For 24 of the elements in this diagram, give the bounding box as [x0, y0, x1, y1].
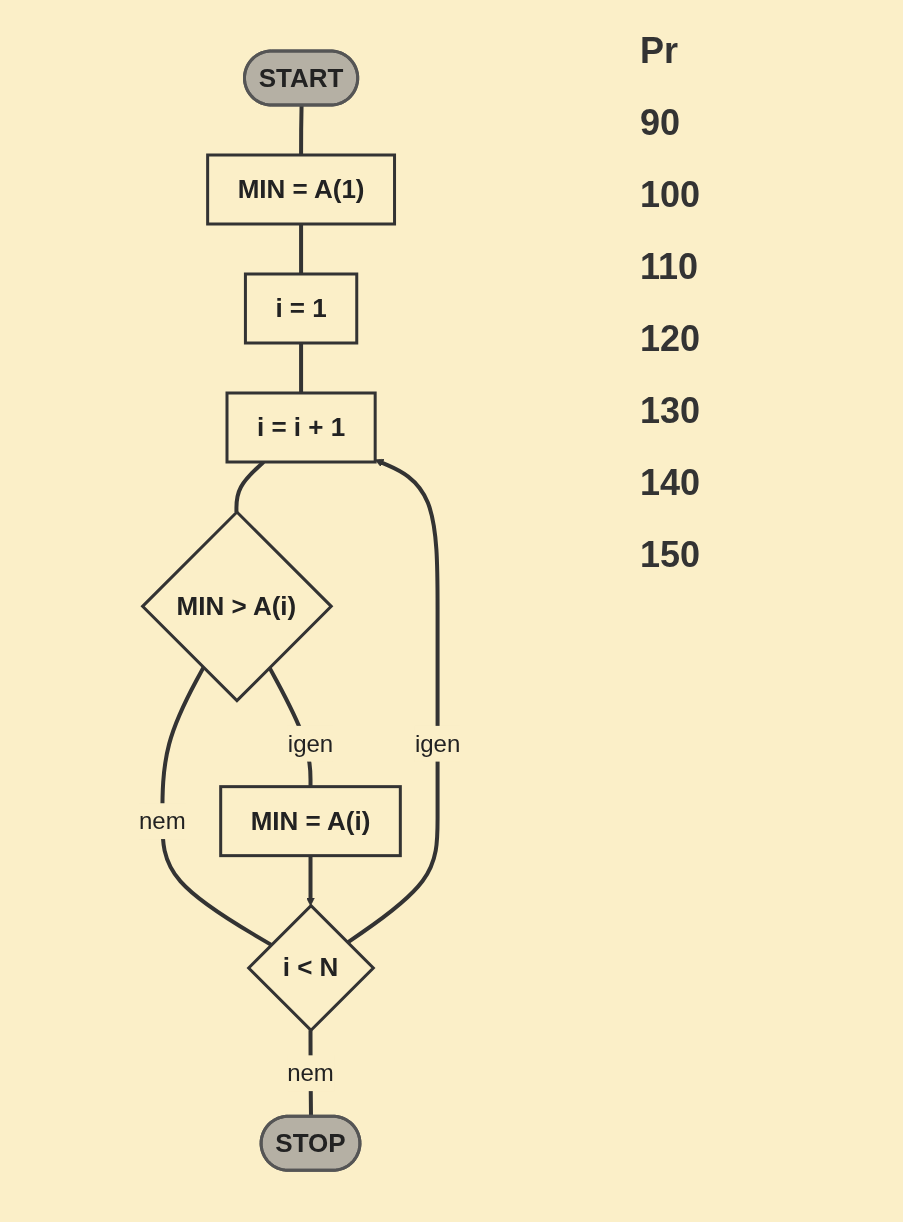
edge-label: nem	[139, 807, 187, 835]
edge-label: igen	[288, 730, 334, 757]
label-text: Pr	[640, 30, 680, 72]
arrow	[306, 856, 316, 907]
node-box: i = 1	[244, 272, 359, 345]
connector	[299, 224, 304, 275]
label-text: 90	[640, 102, 682, 144]
connector	[299, 105, 304, 156]
label-text: 120	[640, 318, 702, 360]
node-box: MIN = A(i)	[219, 785, 403, 858]
node-diamond: MIN > A(i)	[140, 510, 334, 704]
label-text: 100	[640, 174, 702, 216]
edge-label: igen	[415, 730, 461, 757]
edge-label: nem	[287, 1059, 335, 1087]
label-text: 150	[640, 534, 702, 576]
node-box: MIN = A(1)	[206, 153, 397, 226]
connector	[160, 667, 273, 947]
node-diamond: i < N	[246, 903, 376, 1033]
label-text: 140	[640, 462, 702, 504]
arrow	[346, 459, 440, 945]
label-text: 130	[640, 390, 702, 432]
connector	[299, 343, 304, 394]
node-box: i = i + 1	[225, 391, 378, 464]
label-text: 110	[640, 246, 700, 288]
